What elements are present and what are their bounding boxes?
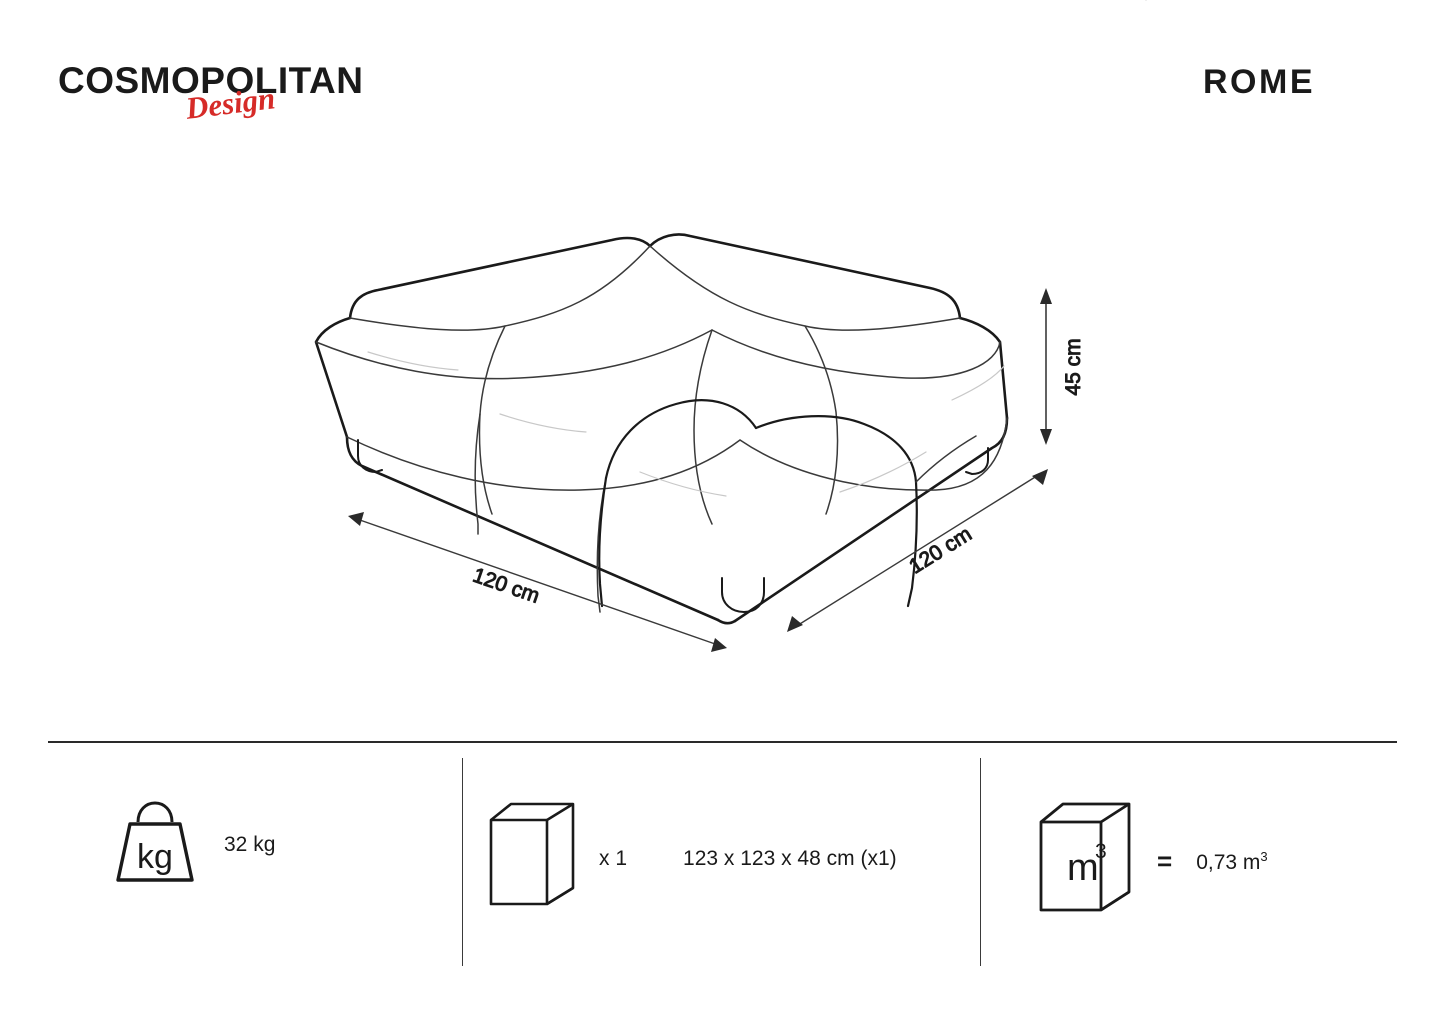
section-divider-vertical-2 — [980, 758, 981, 966]
spec-weight: kg 32 kg — [112, 800, 275, 889]
svg-text:3: 3 — [1095, 840, 1107, 863]
spec-package: x 1 123 x 123 x 48 cm (x1) — [487, 800, 897, 917]
specification-row: kg 32 kg x 1 123 x 123 x 48 cm — [0, 758, 1445, 968]
face-highlights — [367, 0, 1147, 497]
dimension-height — [1040, 288, 1052, 445]
brand-wordmark: COSMOPOLITAN — [58, 60, 364, 101]
brand-logo: COSMOPOLITAN Design — [58, 60, 368, 130]
volume-value: 0,73 m3 — [1196, 849, 1267, 875]
right-face-seams — [915, 435, 977, 483]
tufting-grid — [315, 245, 1008, 525]
volume-value-number: 0,73 m — [1196, 850, 1261, 874]
weight-value: 32 kg — [224, 832, 276, 856]
svg-text:kg: kg — [137, 838, 173, 876]
dimension-height-label: 45 cm — [1062, 338, 1085, 395]
spec-volume: m 3 = 0,73 m3 — [1037, 800, 1268, 923]
section-divider-horizontal — [48, 741, 1397, 743]
package-count: x 1 — [599, 846, 628, 870]
volume-box-icon: m 3 — [1037, 800, 1133, 923]
ottoman-feet — [357, 439, 989, 613]
package-box-icon — [487, 800, 577, 917]
volume-equals-sign: = — [1157, 846, 1173, 876]
front-center-cushion — [598, 399, 918, 608]
dimension-depth — [787, 469, 1048, 632]
section-divider-vertical-1 — [462, 758, 463, 966]
svg-text:m: m — [1067, 847, 1099, 889]
weight-kg-icon: kg — [112, 800, 198, 889]
package-dimensions: 123 x 123 x 48 cm (x1) — [683, 846, 897, 870]
product-drawing: 45 cm 120 cm 120 cm — [314, 0, 1147, 652]
page-title: ROME — [1203, 63, 1315, 101]
dimension-width — [348, 512, 727, 652]
ottoman-silhouette — [314, 233, 1009, 625]
volume-value-exponent: 3 — [1260, 848, 1268, 864]
